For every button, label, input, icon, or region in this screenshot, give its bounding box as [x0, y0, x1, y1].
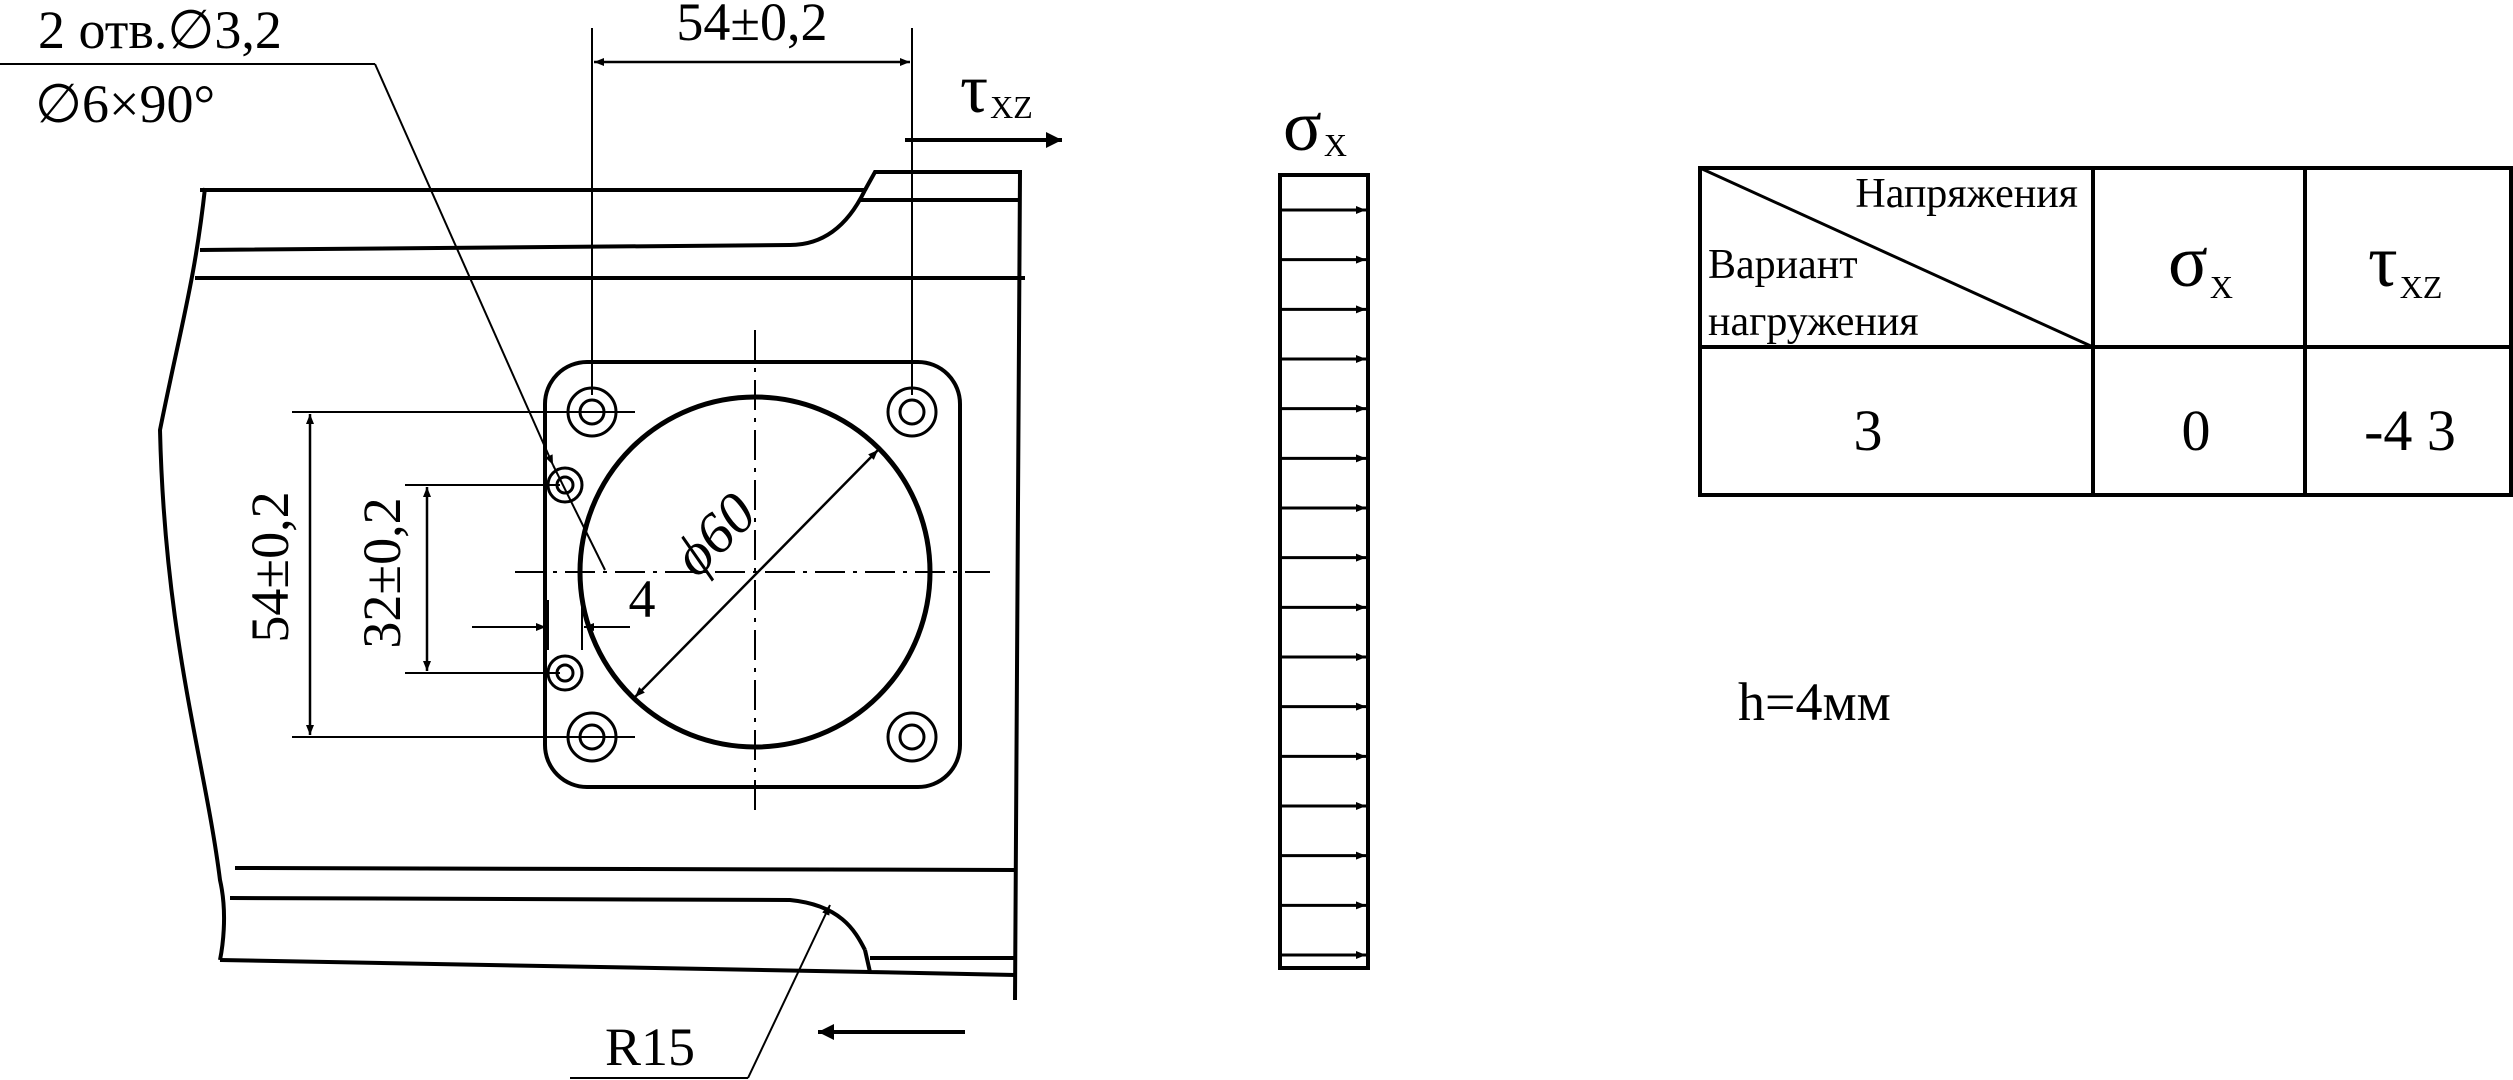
dim-top-label: 54±0,2: [676, 0, 827, 52]
dimension-left-outer: 54±0,2: [240, 411, 635, 738]
dim-left-inner-label: 32±0,2: [352, 497, 412, 648]
table-cell-variant: 3: [1854, 398, 1883, 463]
dimension-top: 54±0,2: [591, 0, 913, 395]
top-flange-edge: [199, 188, 869, 252]
hole-note-line1: 2 отв.∅3,2: [38, 0, 282, 60]
tau-label-subscript: XZ: [990, 89, 1033, 125]
table-sigma-header: σX: [2168, 221, 2233, 305]
plate-outline: [543, 360, 962, 789]
table-cell-tau: -4 3: [2364, 398, 2456, 463]
table-cell-sigma: 0: [2182, 398, 2211, 463]
shear-arrow-top: τXZ: [905, 51, 1062, 148]
dim-left-outer-label: 54±0,2: [240, 491, 300, 642]
table-header-diagonal-bottom-line2: нагружения: [1708, 299, 1919, 345]
dimension-small-4: 4: [472, 569, 656, 650]
mounting-hole: [886, 386, 938, 438]
part-outline: [157, 170, 1025, 1001]
table-header-diagonal-bottom-line1: Вариант: [1708, 242, 1858, 288]
bottom-flange-step: [863, 949, 1016, 977]
dimension-left-inner: 32±0,2: [352, 484, 560, 674]
hole-callout: 2 отв.∅3,2 ∅6×90°: [0, 0, 606, 571]
radius-callout: R15: [570, 904, 831, 1079]
table-border: [1698, 166, 2513, 497]
left-break-line: [157, 187, 227, 961]
sigma-label-symbol: σX: [1283, 86, 1347, 166]
radius-label: R15: [605, 1017, 695, 1077]
table-header-diagonal: [1699, 166, 2094, 349]
mounting-hole: [886, 711, 938, 763]
sigma-load-diagram: σX: [1278, 86, 1370, 970]
sigma-arrows: [1282, 206, 1366, 959]
tau-label-symbol: τXZ: [960, 51, 1033, 128]
dimension-diameter: ϕ60: [634, 449, 879, 698]
bottom-flange-edge: [229, 896, 867, 951]
table-sigma-subscript: X: [2210, 269, 2233, 305]
bottom-edge-line: [219, 958, 871, 974]
table-header-diagonal-top: Напряжения: [1855, 171, 2078, 217]
top-flange-step: [863, 170, 1023, 1001]
sigma-load-box: [1278, 173, 1370, 970]
table-tau-subscript: XZ: [2400, 269, 2443, 305]
bottom-web-line: [234, 866, 1016, 872]
hole-note-line2: ∅6×90°: [35, 74, 215, 134]
dim-small-label: 4: [629, 569, 656, 629]
sigma-label-subscript: X: [1324, 127, 1347, 163]
thickness-note: h=4мм: [1738, 672, 1891, 732]
table-tau-header: τXZ: [2368, 221, 2442, 305]
load-table: Напряжения Вариант нагружения σX τXZ 3 0…: [1698, 166, 2513, 497]
